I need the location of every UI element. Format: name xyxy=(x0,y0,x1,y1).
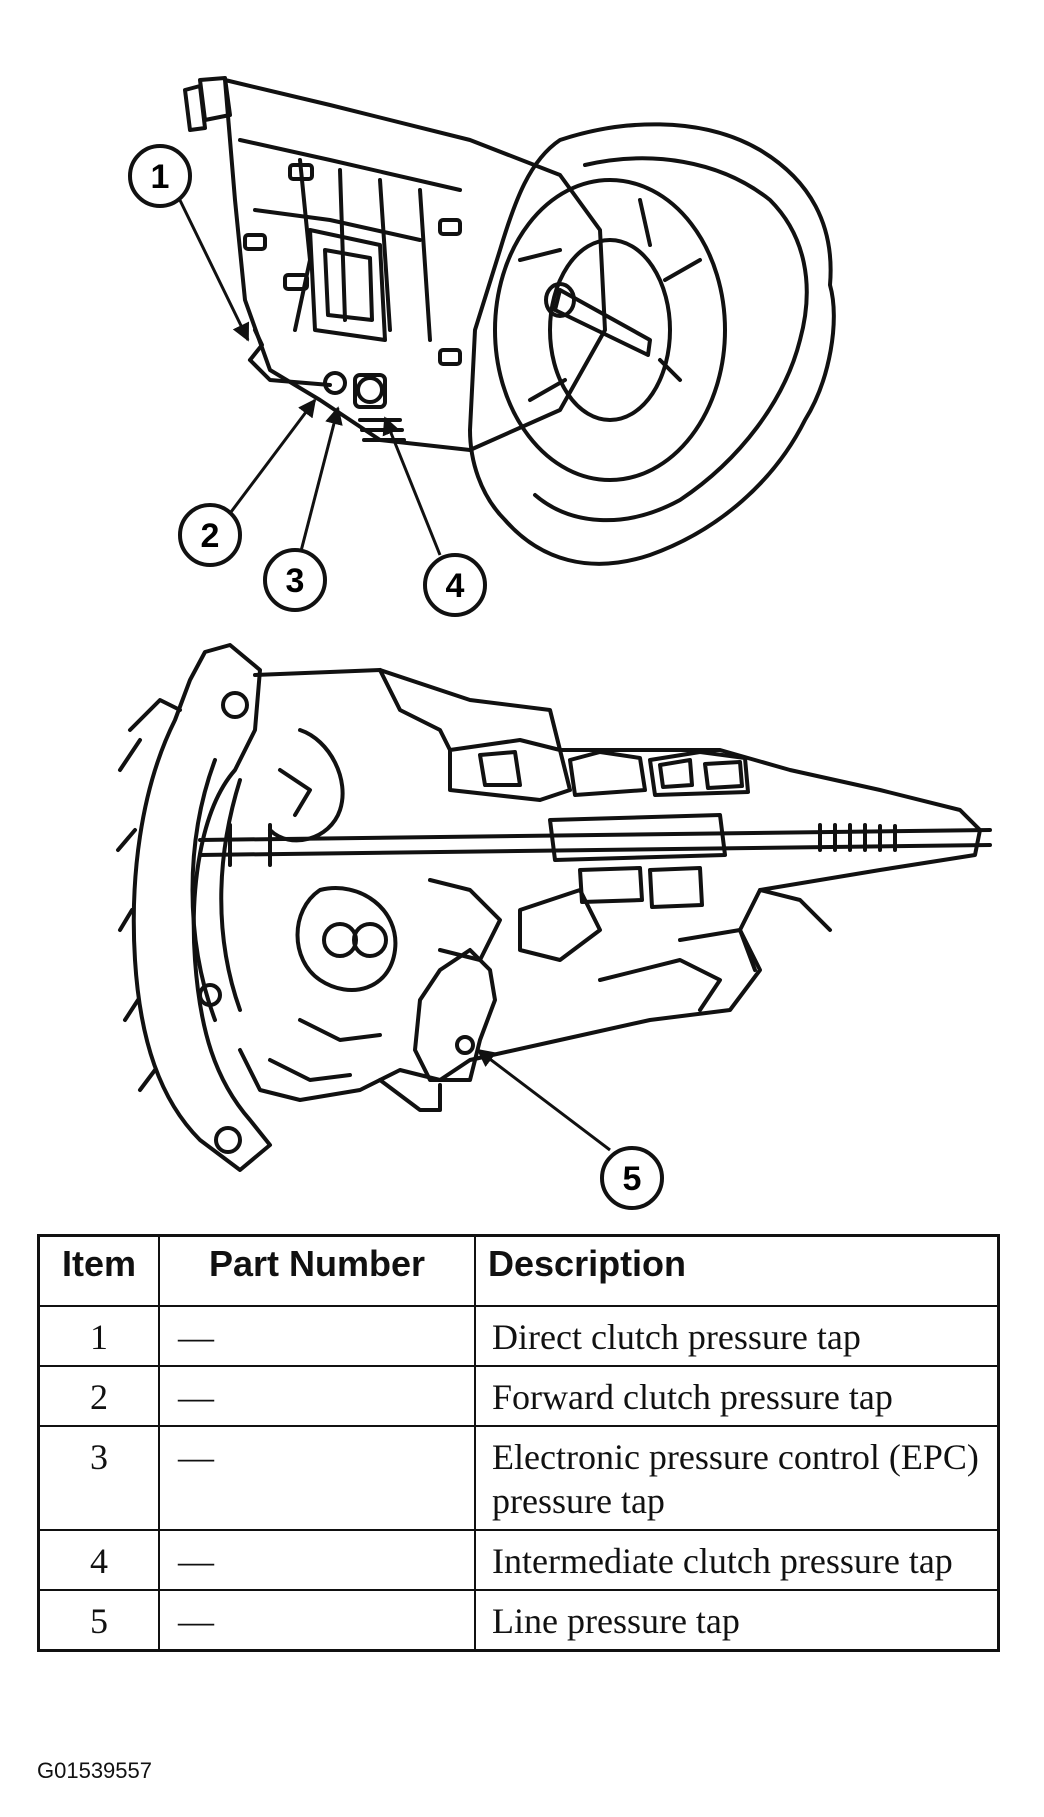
row-description: Intermediate clutch pressure tap xyxy=(474,1529,1000,1591)
row-part-number: — xyxy=(158,1589,476,1652)
callout-3-circle xyxy=(263,548,327,612)
table-row: 2 — Forward clutch pressure tap xyxy=(37,1365,1000,1427)
row-item: 2 xyxy=(37,1365,160,1427)
header-description: Description xyxy=(474,1234,1000,1307)
row-description: Direct clutch pressure tap xyxy=(474,1305,1000,1367)
input-shaft xyxy=(553,288,652,357)
pan-outline xyxy=(308,228,387,342)
callout-5-circle xyxy=(600,1146,664,1210)
figure-id-label: G01539557 xyxy=(37,1758,152,1783)
row-item: 3 xyxy=(37,1425,160,1531)
callout-2-circle xyxy=(178,503,242,567)
transmission-top-view-illustration: 1 2 3 4 xyxy=(128,76,836,617)
main-shaft xyxy=(198,828,992,842)
row-description: Forward clutch pressure tap xyxy=(474,1365,1000,1427)
row-part-number: — xyxy=(158,1529,476,1591)
header-item: Item xyxy=(37,1234,160,1307)
row-description: Line pressure tap xyxy=(474,1589,1000,1652)
table-row: 3 — Electronic pressure control (EPC) pr… xyxy=(37,1425,1000,1531)
parts-legend-table: Item Part Number Description 1 — Direct … xyxy=(37,1234,1000,1652)
callout-3-number: 3 xyxy=(286,562,305,600)
callout-5-leader xyxy=(476,1048,611,1152)
callout-4-circle xyxy=(423,553,487,617)
case-body-outline xyxy=(238,668,982,1102)
row-item: 5 xyxy=(37,1589,160,1652)
legend-header-row: Item Part Number Description xyxy=(37,1234,1000,1307)
callout-2-leader xyxy=(223,398,317,521)
case-body-outline xyxy=(223,78,607,452)
header-part-number: Part Number xyxy=(158,1234,476,1307)
row-description: Electronic pressure control (EPC) pressu… xyxy=(474,1425,1000,1531)
row-item: 1 xyxy=(37,1305,160,1367)
row-part-number: — xyxy=(158,1305,476,1367)
row-part-number: — xyxy=(158,1425,476,1531)
callout-4-leader xyxy=(382,416,442,556)
row-part-number: — xyxy=(158,1365,476,1427)
table-row: 4 — Intermediate clutch pressure tap xyxy=(37,1529,1000,1591)
table-row: 5 — Line pressure tap xyxy=(37,1589,1000,1652)
transmission-cutaway-illustration: 5 xyxy=(116,643,992,1210)
callout-4-number: 4 xyxy=(446,567,465,605)
bellhousing-outline xyxy=(468,122,836,566)
callout-2-number: 2 xyxy=(201,517,220,555)
row-item: 4 xyxy=(37,1529,160,1591)
callout-1-number: 1 xyxy=(151,158,170,196)
callout-1-circle xyxy=(128,144,192,208)
callout-5-number: 5 xyxy=(623,1160,642,1198)
bellhousing-outline xyxy=(131,643,272,1172)
callout-1-leader xyxy=(173,189,250,342)
table-row: 1 — Direct clutch pressure tap xyxy=(37,1305,1000,1367)
pan-outline xyxy=(413,948,497,1082)
callout-3-leader xyxy=(298,406,343,556)
